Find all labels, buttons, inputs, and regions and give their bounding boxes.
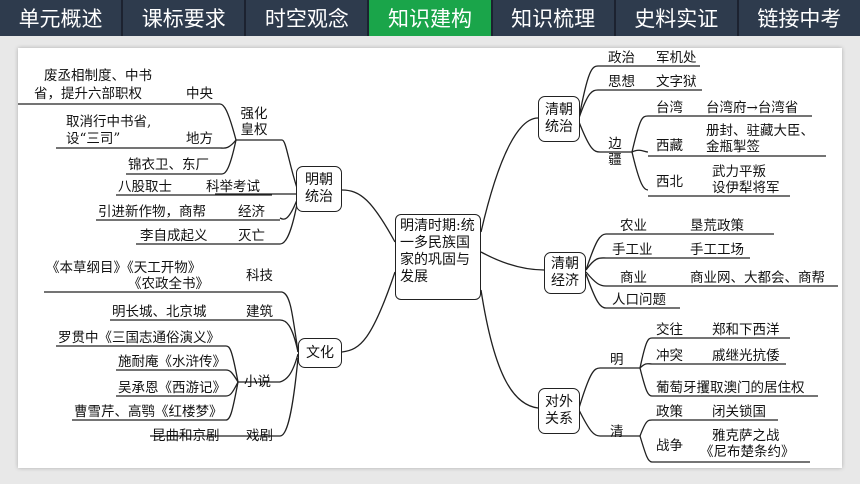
war-label: 战争 xyxy=(656,438,683,454)
fall-text: 李自成起义 xyxy=(140,228,208,244)
economy-text: 引进新作物，商帮 xyxy=(98,204,206,220)
handicraft-label: 手工业 xyxy=(612,242,653,258)
commerce-text: 商业网、大都会、商帮 xyxy=(690,270,825,286)
tab-exam-link[interactable]: 链接中考 xyxy=(738,0,860,36)
architecture-label: 建筑 xyxy=(246,304,273,320)
novel-2: 施耐庵《水浒传》 xyxy=(118,354,226,370)
novel-3: 吴承恩《西游记》 xyxy=(118,380,226,396)
thought-text: 文字狱 xyxy=(656,74,697,90)
taiwan-text: 台湾府→台湾省 xyxy=(706,100,798,116)
opera-text: 昆曲和京剧 xyxy=(152,428,220,444)
tab-knowledge-review[interactable]: 知识梳理 xyxy=(492,0,614,36)
science-label: 科技 xyxy=(246,268,273,284)
population-text: 人口问题 xyxy=(612,292,666,308)
taiwan-prefecture: 台湾府 xyxy=(706,100,747,116)
central-topic: 明清时期:统一多民族国家的巩固与发展 xyxy=(395,214,481,300)
exam-text: 八股取士 xyxy=(118,179,172,195)
thought-label: 思想 xyxy=(608,74,635,90)
tab-time-space[interactable]: 时空观念 xyxy=(246,0,368,36)
strengthen-label: 强化皇权 xyxy=(240,106,268,138)
foreign-relations-title: 对外关系 xyxy=(545,394,573,427)
northwest-label: 西北 xyxy=(656,174,683,190)
politics-text: 军机处 xyxy=(656,50,697,66)
ming-rule-node: 明朝统治 xyxy=(296,166,342,212)
qing-label: 清 xyxy=(610,424,624,440)
science-text-1: 《本草纲目》《天工开物》 xyxy=(46,260,202,276)
novel-4: 曹雪芹、高鹗《红楼梦》 xyxy=(74,404,223,420)
exchange-text: 郑和下西洋 xyxy=(712,322,780,338)
conflict-text: 戚继光抗倭 xyxy=(712,348,780,364)
local-reform-text-1: 取消行中书省, xyxy=(66,114,152,130)
exam-label: 科举考试 xyxy=(206,179,260,195)
economy-label: 经济 xyxy=(238,204,265,220)
politics-label: 政治 xyxy=(608,50,635,66)
tibet-label: 西藏 xyxy=(656,138,683,154)
central-reform-text-2: 省，提升六部职权 xyxy=(34,86,142,102)
culture-node: 文化 xyxy=(298,338,342,368)
science-text-2: 《农政全书》 xyxy=(128,276,209,292)
policy-label: 政策 xyxy=(656,404,683,420)
ming-label: 明 xyxy=(610,352,624,368)
central-reform-text-1: 废丞相制度、中书 xyxy=(44,68,152,84)
opera-label: 戏剧 xyxy=(246,428,273,444)
war-text-1: 雅克萨之战 xyxy=(712,428,780,444)
agriculture-text: 垦荒政策 xyxy=(690,218,744,234)
foreign-relations-node: 对外关系 xyxy=(538,388,580,434)
agriculture-label: 农业 xyxy=(620,218,647,234)
northwest-text-1: 武力平叛 xyxy=(712,164,766,180)
taiwan-label: 台湾 xyxy=(656,100,683,116)
qing-rule-title: 清朝统治 xyxy=(545,102,573,135)
tab-historical-evidence[interactable]: 史料实证 xyxy=(615,0,737,36)
tab-bar: 单元概述 课标要求 时空观念 知识建构 知识梳理 史料实证 链接中考 xyxy=(0,0,860,36)
ming-rule-title: 明朝统治 xyxy=(305,172,333,205)
tab-curriculum[interactable]: 课标要求 xyxy=(123,0,245,36)
jinyiwei-text: 锦衣卫、东厂 xyxy=(128,157,209,173)
arrow-right-icon: → xyxy=(746,100,758,116)
war-text-2: 《尼布楚条约》 xyxy=(700,444,795,460)
border-label: 边疆 xyxy=(608,136,622,168)
qing-economy-title: 清朝经济 xyxy=(551,256,579,289)
tab-knowledge-structure[interactable]: 知识建构 xyxy=(369,0,491,36)
culture-title: 文化 xyxy=(306,344,334,361)
exchange-label: 交往 xyxy=(656,322,683,338)
handicraft-text: 手工工场 xyxy=(690,242,744,258)
tibet-text-2: 金瓶掣签 xyxy=(706,139,760,155)
tab-unit-overview[interactable]: 单元概述 xyxy=(0,0,122,36)
tibet-text-1: 册封、驻藏大臣、 xyxy=(706,123,814,139)
novel-1: 罗贯中《三国志通俗演义》 xyxy=(58,330,220,346)
novel-label: 小说 xyxy=(244,374,271,390)
commerce-label: 商业 xyxy=(620,270,647,286)
northwest-text-2: 设伊犁将军 xyxy=(712,180,780,196)
portugal-text: 葡萄牙攫取澳门的居住权 xyxy=(656,380,805,396)
policy-text: 闭关锁国 xyxy=(712,404,766,420)
central-label: 中央 xyxy=(186,86,213,102)
qing-economy-node: 清朝经济 xyxy=(544,252,586,294)
qing-rule-node: 清朝统治 xyxy=(538,96,580,142)
central-topic-text: 明清时期:统一多民族国家的巩固与发展 xyxy=(400,218,475,285)
architecture-text: 明长城、北京城 xyxy=(112,304,207,320)
conflict-label: 冲突 xyxy=(656,348,683,364)
taiwan-province: 台湾省 xyxy=(757,100,799,116)
local-reform-text-2: 设“三司” xyxy=(66,131,121,147)
fall-label: 灭亡 xyxy=(238,228,265,244)
local-label: 地方 xyxy=(186,131,213,147)
